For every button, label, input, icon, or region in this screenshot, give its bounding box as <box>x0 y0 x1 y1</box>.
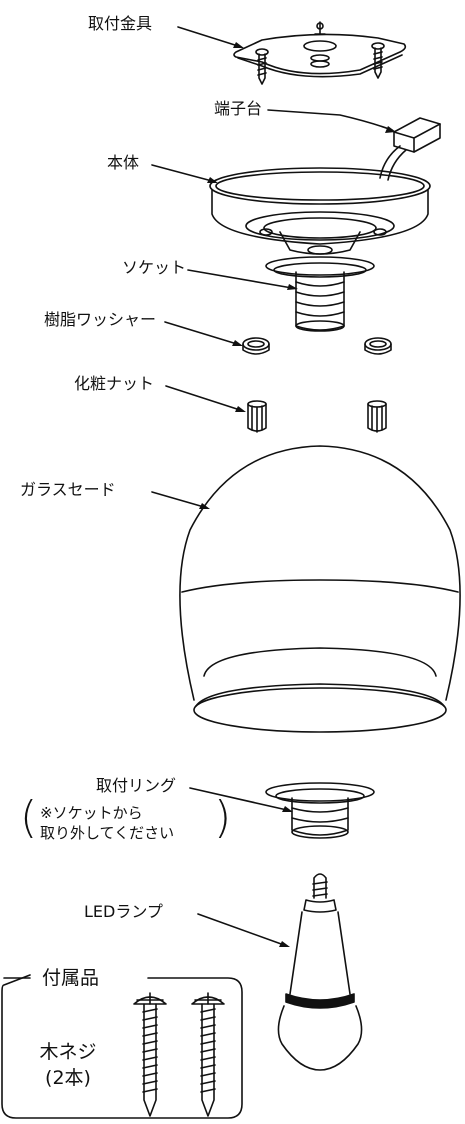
accessories-box <box>1 974 243 1119</box>
arrowhead <box>235 406 246 412</box>
leader-body <box>151 164 213 182</box>
label-mounting-ring: 取付リング <box>96 776 177 795</box>
arrowhead <box>207 177 218 183</box>
label-ring-note-line2: 取り外してください <box>40 824 175 842</box>
arrowhead <box>279 941 290 947</box>
mounting-bracket-drawing <box>233 21 407 85</box>
leader-terminal-block <box>267 109 393 131</box>
note-paren-open: ( <box>20 792 38 843</box>
decorative-nuts-drawing <box>247 400 387 433</box>
label-glass-shade: ガラスセード <box>20 480 116 499</box>
leader-lines <box>151 26 396 947</box>
socket-drawing <box>265 256 375 332</box>
label-led-lamp: LEDランプ <box>84 902 163 921</box>
wood-screws-drawing <box>133 992 225 1117</box>
resin-washers-drawing <box>242 337 392 355</box>
accessories-title: 付属品 <box>36 963 106 990</box>
leader-resin-washer <box>164 321 238 345</box>
leader-socket <box>187 269 293 289</box>
label-mounting-bracket: 取付金具 <box>88 14 153 33</box>
leader-mounting-bracket <box>177 26 239 47</box>
glass-shade-drawing <box>179 445 461 733</box>
mounting-ring-drawing <box>265 782 375 839</box>
label-resin-washer: 樹脂ワッシャー <box>44 310 157 329</box>
body-drawing <box>209 167 431 255</box>
leader-led-lamp <box>197 913 285 946</box>
leader-glass-shade <box>151 491 205 508</box>
leader-mounting-ring <box>189 787 288 811</box>
arrowhead <box>282 806 293 812</box>
arrowhead <box>232 340 243 346</box>
label-socket: ソケット <box>122 258 187 277</box>
accessories-item-line2: (2本) <box>45 1066 91 1089</box>
label-body: 本体 <box>107 153 140 172</box>
label-terminal-block: 端子台 <box>214 99 263 118</box>
note-paren-close: ) <box>214 792 232 843</box>
led-lamp-drawing <box>277 873 363 1071</box>
arrowhead <box>233 42 244 48</box>
leader-decorative-nut <box>165 385 241 411</box>
accessories-item: 木ネジ (2本) <box>20 1040 116 1091</box>
accessories-item-line1: 木ネジ <box>39 1041 97 1063</box>
arrowhead <box>385 126 396 133</box>
label-decorative-nut: 化粧ナット <box>74 374 155 393</box>
label-ring-note-line1: ※ソケットから <box>40 804 143 822</box>
